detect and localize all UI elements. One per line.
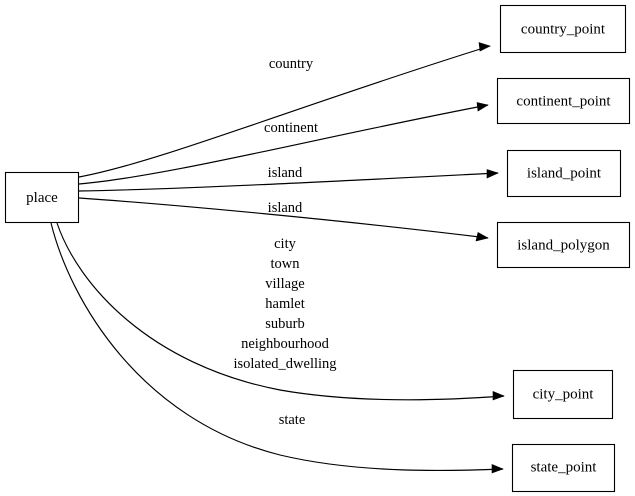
edge-place-to-city-point[interactable] (56, 222, 505, 401)
edge-label-city-line-suburb: suburb (265, 316, 304, 332)
edge-path-state (50, 222, 504, 472)
node-island-polygon[interactable]: island_polygon (496, 221, 631, 269)
node-country-point[interactable]: country_point (499, 4, 627, 54)
node-city-point-box (512, 369, 614, 420)
edge-path-island-polygon (78, 197, 489, 239)
node-island-point-box (506, 149, 622, 198)
node-place[interactable]: place (4, 171, 80, 224)
arrow-head-country (478, 42, 491, 52)
node-state-point[interactable]: state_point (511, 443, 616, 493)
edge-place-to-island-polygon[interactable] (78, 197, 489, 242)
edge-path-island-point (78, 172, 499, 192)
edges-group (50, 42, 505, 474)
arrow-head-continent (476, 102, 489, 112)
edge-label-city-line-hamlet: hamlet (265, 296, 304, 312)
node-state-point-box (511, 443, 616, 493)
edge-labels-group: country continent island island city tow… (233, 56, 336, 428)
node-continent-point-box (496, 77, 631, 125)
edge-label-country: country (269, 56, 314, 72)
node-island-point[interactable]: island_point (506, 149, 622, 198)
node-place-box (4, 171, 80, 224)
edge-label-island-point: island (268, 165, 303, 181)
edge-label-state: state (279, 412, 306, 428)
edge-path-city (56, 222, 505, 401)
edge-label-city-line-neighbourhood: neighbourhood (241, 336, 330, 352)
edge-path-continent (78, 104, 489, 185)
edge-label-continent: continent (264, 120, 318, 136)
edge-label-city-line-town: town (271, 256, 301, 272)
edge-place-to-continent-point[interactable] (78, 102, 489, 185)
node-place-label: place (26, 190, 58, 206)
node-state-point-label: state_point (531, 459, 598, 475)
edge-place-to-island-point[interactable] (78, 169, 499, 192)
node-island-polygon-label: island_polygon (517, 237, 610, 253)
node-city-point[interactable]: city_point (512, 369, 614, 420)
node-city-point-label: city_point (533, 386, 595, 402)
edge-label-city-line-city: city (274, 236, 296, 252)
arrow-head-island-polygon (475, 232, 489, 242)
node-country-point-label: country_point (521, 21, 606, 37)
nodes-group: place country_point continent_point isla… (4, 4, 631, 493)
arrow-head-city (492, 391, 505, 401)
arrow-head-island-point (486, 169, 499, 179)
edge-label-city-line-isolated-dwelling: isolated_dwelling (233, 356, 336, 372)
node-country-point-box (499, 4, 627, 54)
node-continent-point-label: continent_point (516, 93, 611, 109)
edge-label-city-line-village: village (265, 276, 304, 292)
edge-place-to-country-point[interactable] (78, 42, 491, 178)
edge-label-city-group: city town village hamlet suburb neighbou… (233, 236, 336, 372)
node-continent-point[interactable]: continent_point (496, 77, 631, 125)
node-island-polygon-box (496, 221, 631, 269)
edge-path-country (78, 45, 491, 178)
node-island-point-label: island_point (527, 165, 602, 181)
edge-label-island-polygon: island (268, 200, 303, 216)
edge-place-to-state-point[interactable] (50, 222, 504, 474)
arrow-head-state (491, 464, 504, 474)
